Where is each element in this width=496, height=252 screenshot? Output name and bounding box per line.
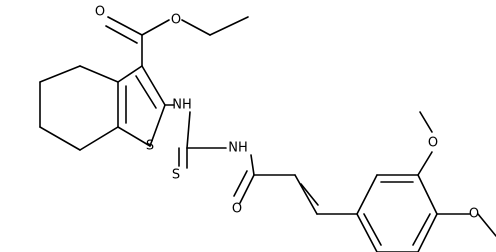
- atom-n-amino: NH: [172, 98, 192, 113]
- atom-o-carbonyl: O: [95, 5, 105, 20]
- bond: [79, 126, 119, 151]
- bonds-layer: [39, 16, 496, 252]
- atom-o-para-methoxy: O: [469, 207, 479, 222]
- bond: [39, 65, 81, 83]
- bond: [186, 111, 191, 149]
- bond: [141, 65, 166, 106]
- bond: [233, 170, 248, 197]
- bond: [107, 16, 143, 36]
- atom-o-amide: O: [232, 202, 242, 217]
- bond: [135, 75, 157, 109]
- bond: [117, 65, 143, 83]
- bond: [363, 213, 382, 246]
- bond: [105, 25, 138, 44]
- bond: [356, 213, 378, 252]
- atoms-layer: O O S NH NH S O O O: [95, 5, 479, 222]
- bond: [300, 183, 319, 206]
- bond: [117, 126, 151, 147]
- bond: [417, 174, 438, 215]
- atom-o-meta-methoxy: O: [428, 136, 438, 151]
- bond: [417, 213, 438, 252]
- atom-o-ester: O: [171, 13, 181, 28]
- bond: [209, 16, 249, 36]
- atom-s-thiophene: S: [146, 139, 154, 154]
- bond: [39, 126, 81, 151]
- bond: [250, 154, 255, 176]
- bond: [149, 104, 166, 147]
- bond: [181, 19, 211, 36]
- atom-s-thione: S: [172, 168, 180, 183]
- bond: [356, 174, 378, 215]
- bond: [239, 174, 255, 204]
- bond: [419, 111, 433, 133]
- bond: [477, 213, 496, 237]
- bond: [294, 174, 318, 215]
- bond: [417, 151, 433, 176]
- bond: [412, 213, 431, 246]
- bond: [79, 65, 119, 83]
- bond: [141, 19, 170, 36]
- atom-n-imido: NH: [228, 141, 248, 156]
